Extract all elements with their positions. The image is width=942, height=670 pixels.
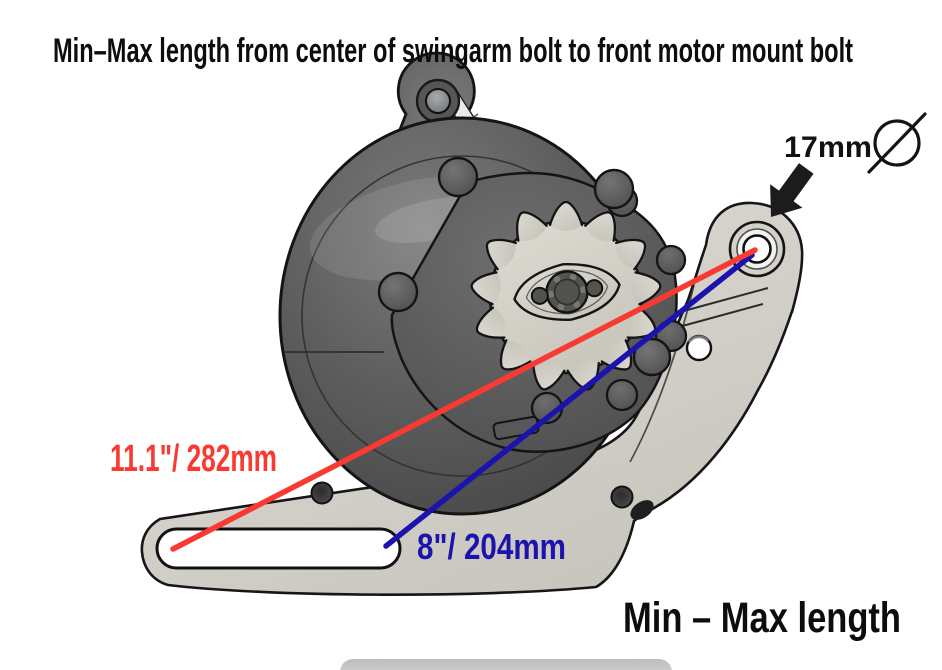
motor-bosses — [377, 156, 672, 377]
arm-hole-right — [610, 485, 634, 509]
swingarm-bolt-hole — [728, 220, 786, 278]
arm-chamfer-line-2 — [674, 303, 764, 329]
plate-foot — [630, 500, 654, 520]
bolt-diameter-label: 17mm — [784, 131, 872, 164]
hub-hole-right — [585, 279, 604, 298]
arm-hole-left — [310, 481, 334, 505]
bottom-pill-shape — [340, 659, 672, 670]
bracket-plate — [140, 201, 804, 596]
diameter-icon — [867, 112, 927, 174]
arm-through-hole-shade — [687, 335, 710, 343]
min-length-label: 8"/ 204mm — [417, 526, 566, 567]
max-length-label: 11.1"/ 282mm — [110, 438, 277, 480]
max-length-line — [170, 247, 758, 552]
ear-bolt-hole — [425, 88, 451, 114]
sprocket-hub — [513, 263, 621, 321]
min-length-line — [383, 252, 755, 549]
adjustment-slot — [155, 527, 402, 570]
bracket-plate-silhouette — [140, 201, 804, 596]
caption: Min – Max length — [623, 594, 901, 642]
hub-hole-left — [530, 286, 549, 305]
arm-chamfer-line-1 — [679, 287, 769, 313]
page-title: Min–Max length from center of swingarm b… — [53, 32, 853, 70]
sprocket — [468, 200, 664, 395]
sprocket-splines — [547, 273, 587, 311]
pointer-arrow-icon — [770, 163, 814, 217]
